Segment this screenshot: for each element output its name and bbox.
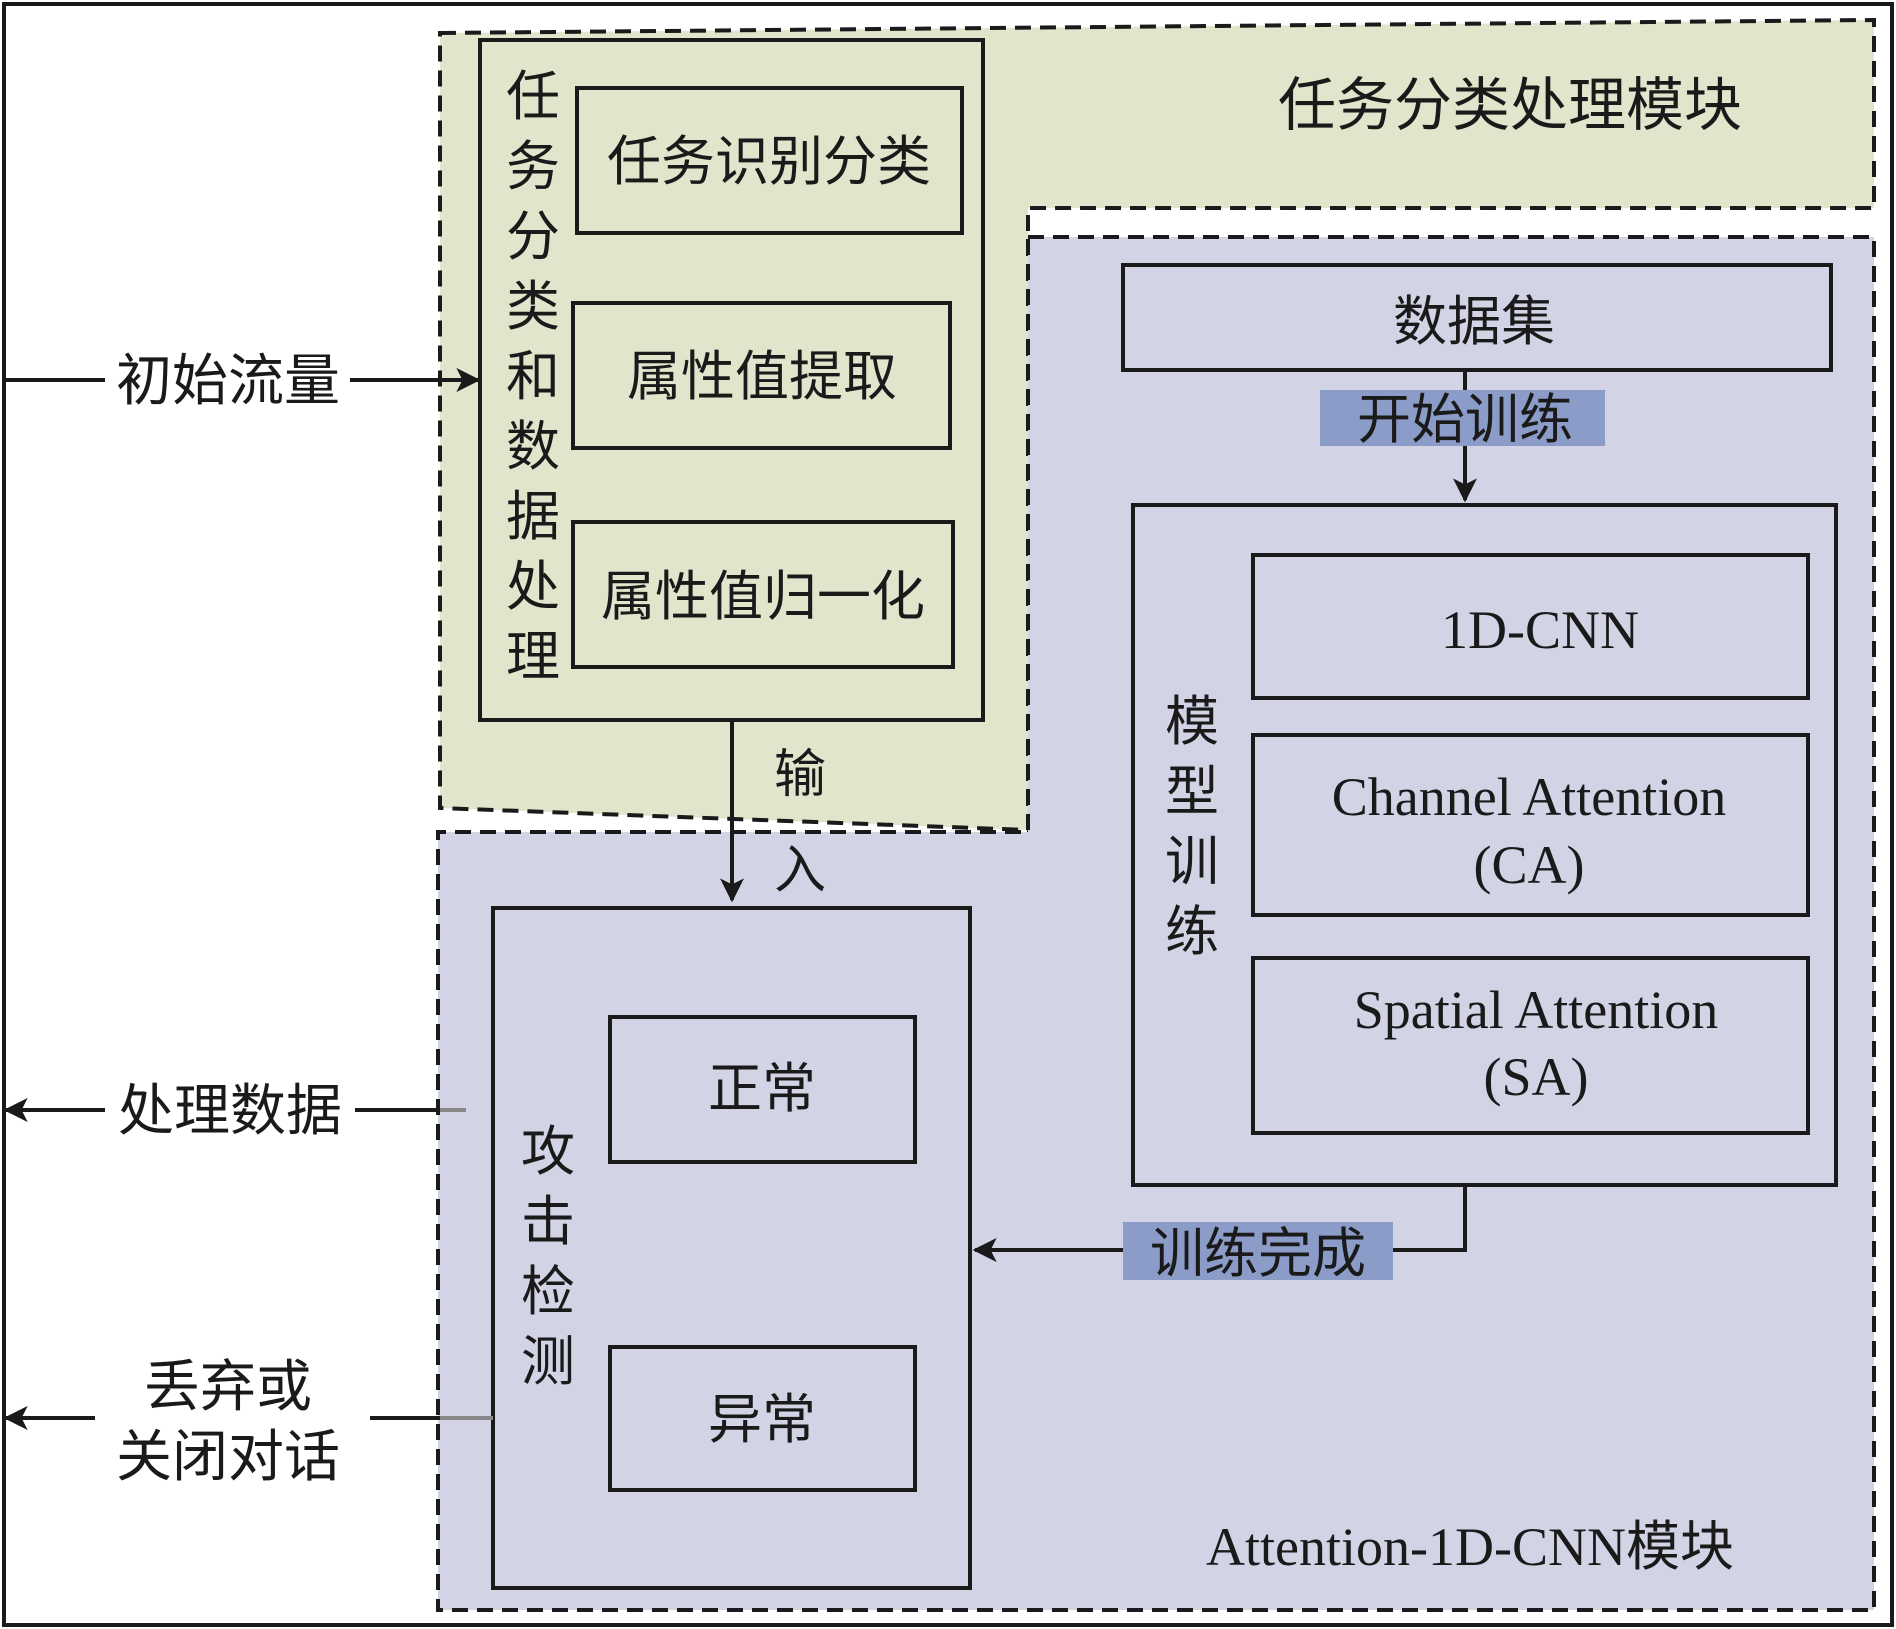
layer-channel-attention [1251,733,1810,917]
initial-traffic-label-bg [105,345,350,415]
result-abnormal-label: 异常 [708,1388,816,1451]
start-training-label-bg [1320,390,1605,446]
task-module-background [440,20,1874,830]
training-complete-label-bg [1123,1222,1393,1280]
cnn-module-region [436,235,1876,1612]
dataset-box [1121,263,1833,372]
layer-channel-attention-label: Channel Attention [1332,767,1726,827]
discard-label-line1: 丢弃或 [144,1355,312,1420]
attack-detection-container [491,906,972,1590]
step-attribute-normalization [571,520,955,669]
process-data-label-bg [105,1078,355,1146]
layer-spatial-attention-abbr: (SA) [1484,1047,1589,1107]
model-training-label: 模型训练 [1165,690,1219,963]
task-module-title: 任务分类处理模块 [1278,71,1742,139]
dataset-label: 数据集 [1393,290,1555,353]
cnn-module-background [438,237,1874,1610]
step-attribute-extraction [571,301,952,450]
task-group-label: 任务分类和数据处理 [506,65,560,688]
result-normal-label: 正常 [708,1057,816,1120]
input-flow-label-1: 输 [774,745,826,805]
start-training-label: 开始训练 [1357,388,1573,451]
step-task-classification [575,86,964,235]
discard-label-bg [95,1345,370,1495]
cnn-module-title: Attention-1D-CNN模块 [1206,1517,1734,1577]
step-attribute-extraction-label: 属性值提取 [627,345,897,408]
result-normal [608,1015,917,1164]
training-complete-label: 训练完成 [1150,1222,1366,1285]
layer-1d-cnn [1251,553,1810,700]
layer-spatial-attention-label: Spatial Attention [1354,980,1718,1040]
discard-label-line2: 关闭对话 [116,1425,340,1490]
initial-traffic-label: 初始流量 [116,349,340,414]
layer-1d-cnn-label: 1D-CNN [1441,600,1639,660]
step-task-classification-label: 任务识别分类 [607,130,931,193]
input-flow-label-2: 入 [774,841,826,901]
step-attribute-normalization-label: 属性值归一化 [601,565,925,628]
process-data-label: 处理数据 [118,1079,342,1144]
task-module-region [438,17,1876,833]
result-abnormal [608,1345,917,1492]
layer-spatial-attention [1251,956,1810,1135]
attack-detection-label: 攻击检测 [521,1120,575,1393]
model-training-container [1131,503,1838,1187]
layer-channel-attention-abbr: (CA) [1474,835,1585,895]
